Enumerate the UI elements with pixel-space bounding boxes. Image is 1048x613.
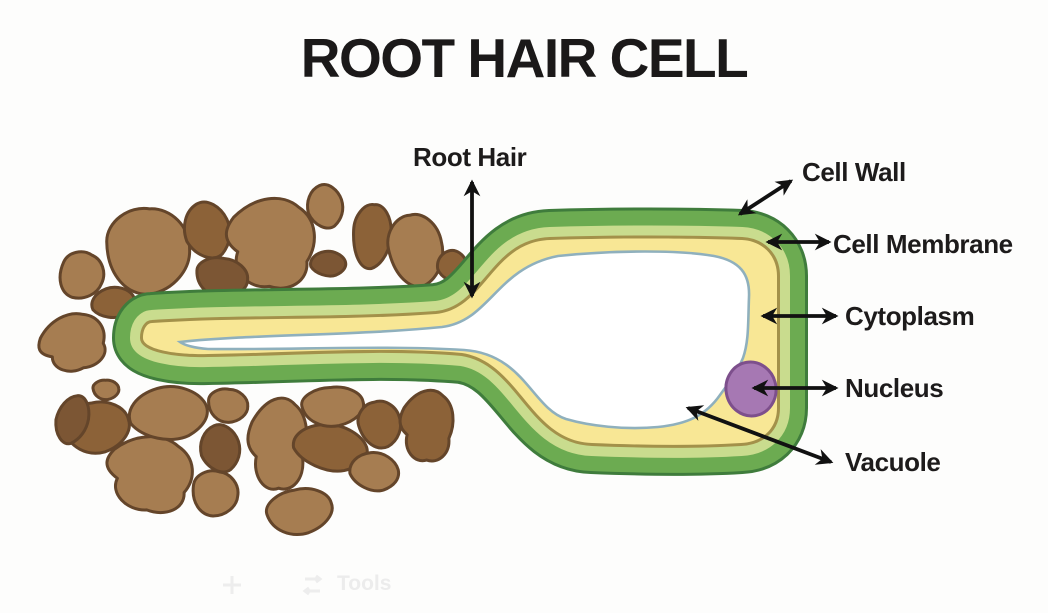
vacuole-arrow (685, 405, 834, 465)
page-title: ROOT HAIR CELL (300, 27, 749, 89)
soil-particle (263, 484, 336, 540)
label-cytoplasm: Cytoplasm (845, 301, 975, 331)
soil-particle (301, 385, 365, 428)
soil-particle (102, 205, 193, 298)
soil-particle (187, 466, 242, 521)
label-vacuole: Vacuole (845, 447, 941, 477)
soil-particle (127, 383, 210, 444)
soil-particle (397, 388, 456, 463)
watermark-tools-label: Tools (337, 572, 392, 595)
soil-particle (93, 380, 119, 400)
soil-particle (199, 423, 242, 474)
soil-particle (33, 307, 112, 378)
cell-wall-arrow (737, 179, 794, 216)
label-nucleus: Nucleus (845, 373, 944, 403)
annotation-arrows (463, 179, 839, 465)
tools-icon (302, 574, 323, 596)
soil-particle (384, 211, 447, 290)
plus-icon (223, 576, 241, 594)
label-cell-wall: Cell Wall (802, 157, 906, 187)
soil-particle (206, 387, 250, 425)
soil-particle (311, 251, 346, 276)
root-hair-cell-shape (143, 239, 780, 445)
watermark-icons (223, 574, 323, 596)
label-root-hair: Root Hair (413, 142, 527, 172)
label-cell-membrane: Cell Membrane (833, 229, 1013, 259)
